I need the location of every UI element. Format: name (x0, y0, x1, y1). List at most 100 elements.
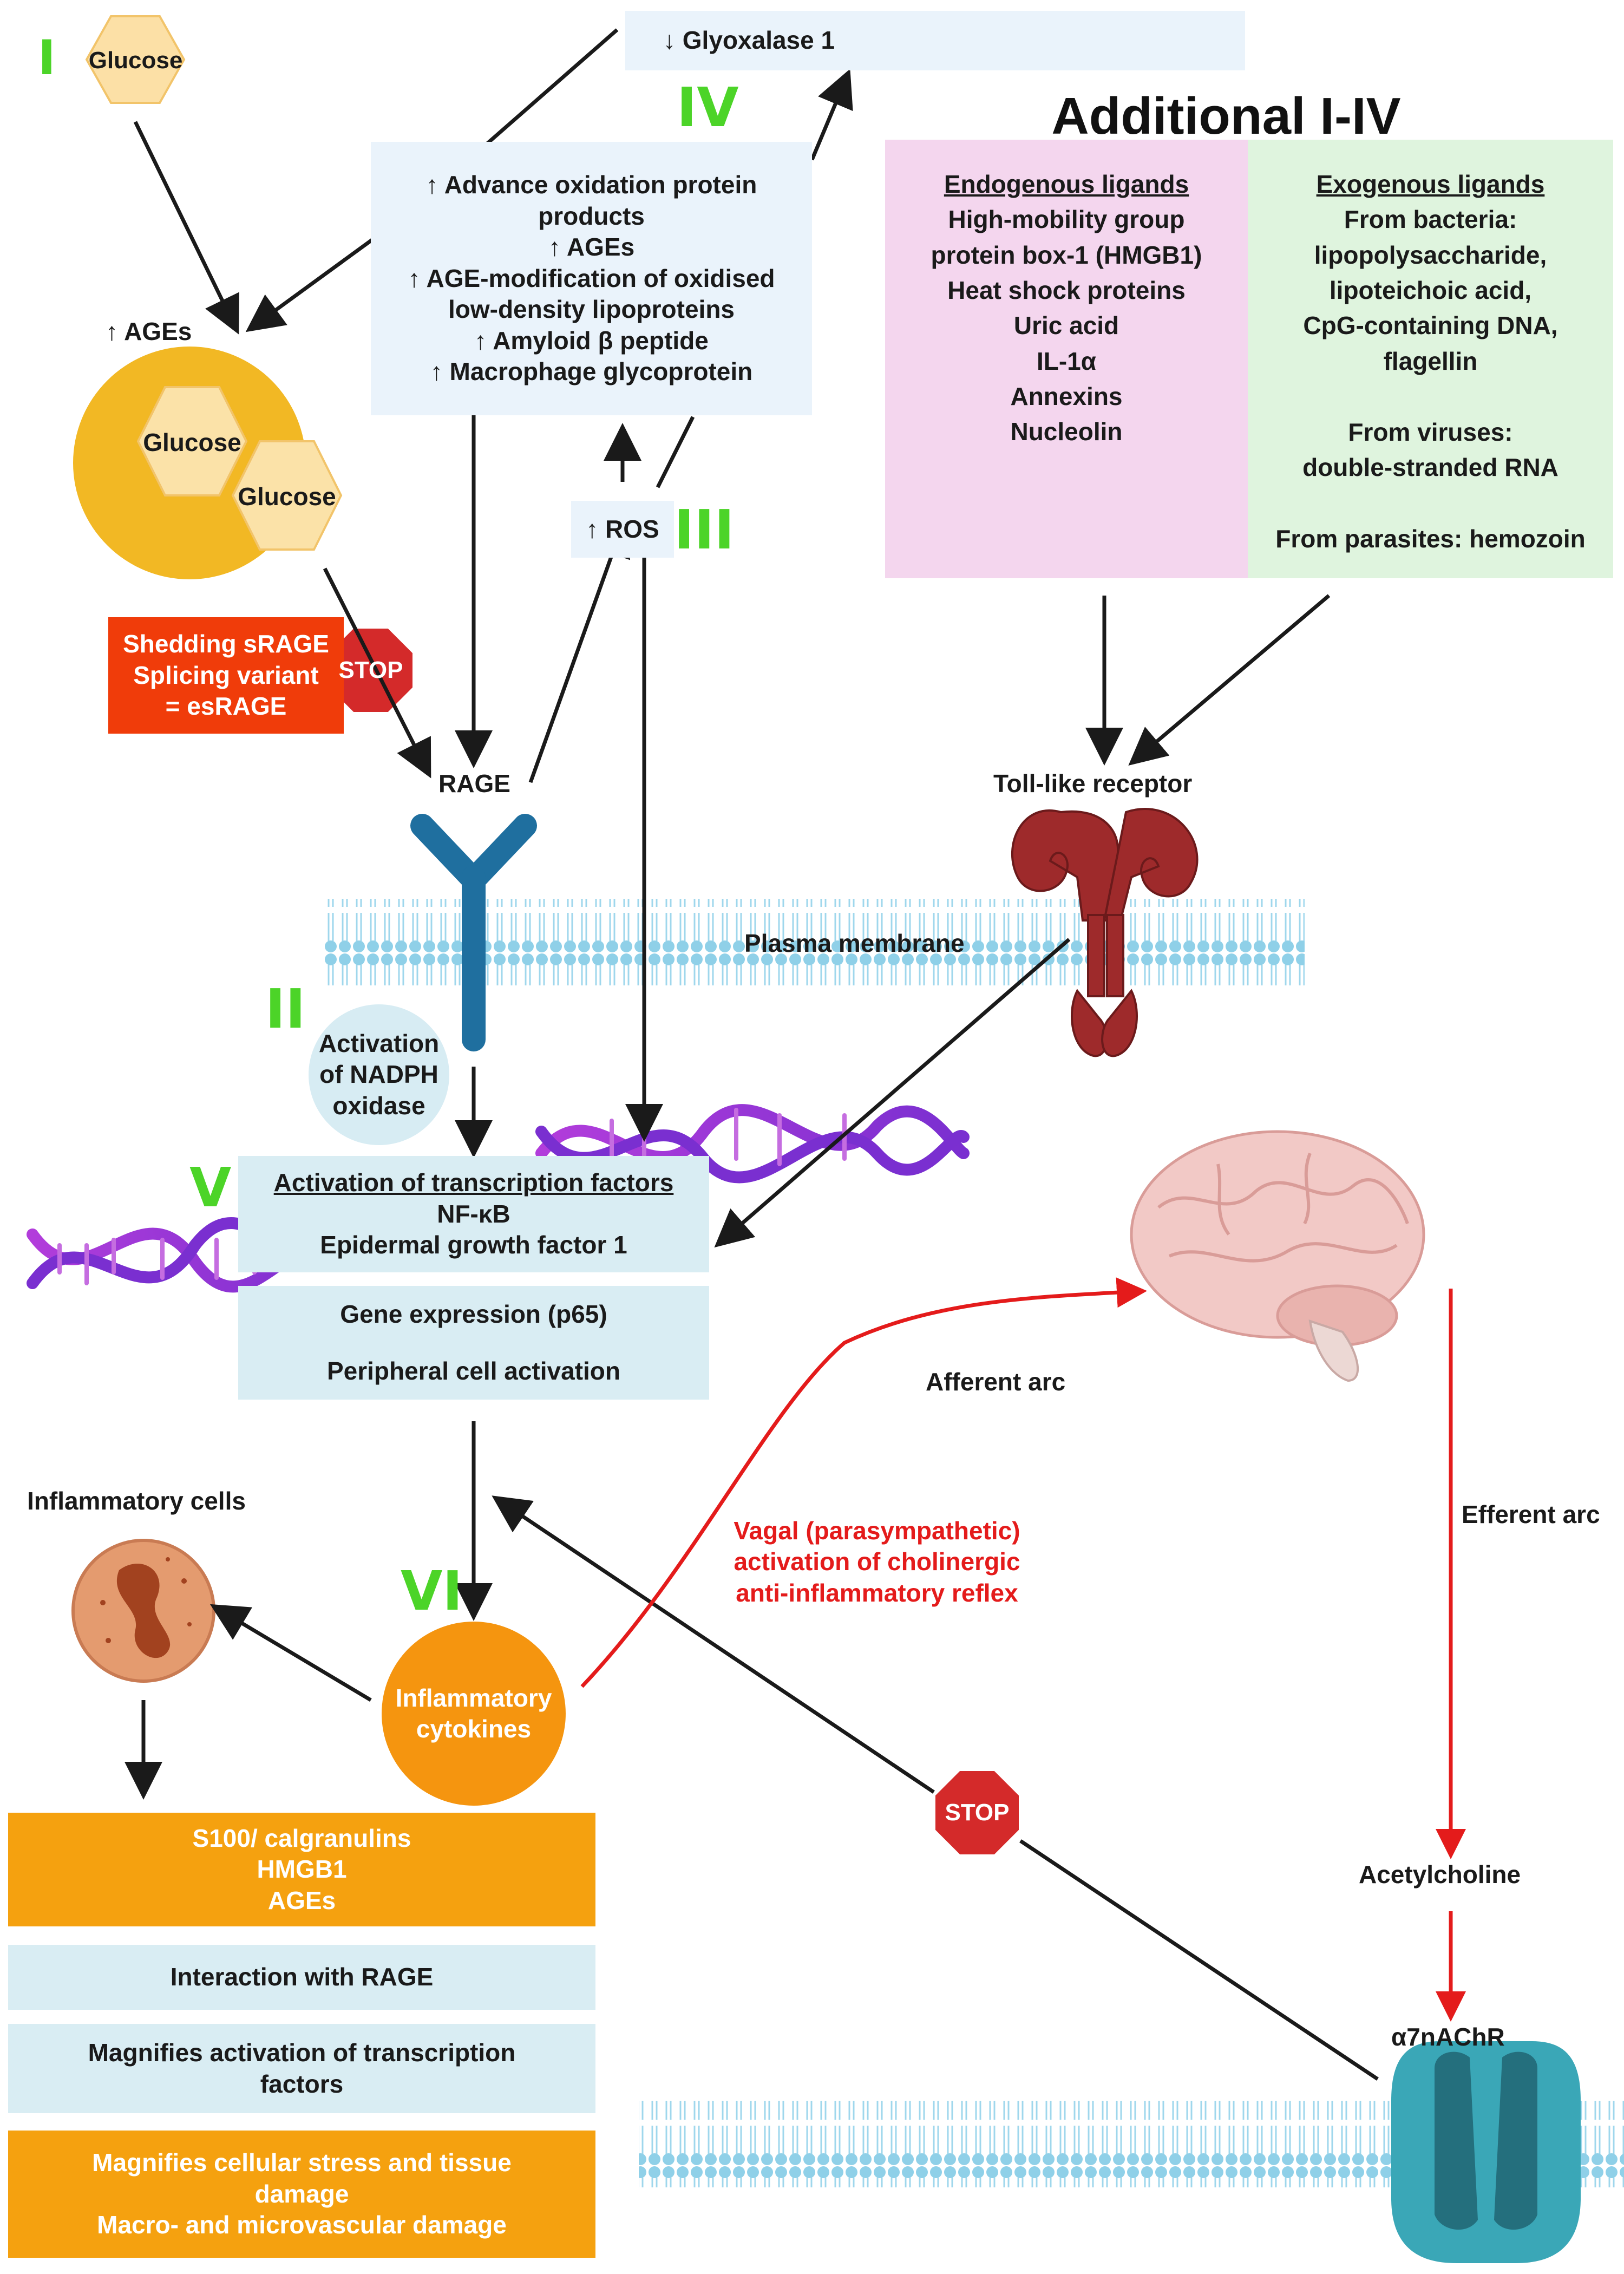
acetylcholine-label: Acetylcholine (1359, 1860, 1521, 1889)
rage-receptor-icon (410, 814, 537, 1051)
nadph-line: oxidase (332, 1091, 425, 1120)
shedding-line: Shedding sRAGE (123, 630, 329, 658)
ros-label: ↑ ROS (586, 514, 659, 543)
inflammatory-cells-label: Inflammatory cells (27, 1487, 246, 1515)
oxidation-line: ↑ Advance oxidation protein (425, 171, 757, 199)
gene-expression-label: Gene expression (p65) (340, 1299, 607, 1328)
plasma-membrane-label: Plasma membrane (744, 929, 965, 957)
oxidation-line: products (538, 201, 645, 230)
oxidation-products-box: ↑ Advance oxidation protein products ↑ A… (371, 142, 812, 415)
glyoxalase-label: ↓ Glyoxalase 1 (663, 26, 835, 55)
oxidation-line: ↑ AGEs (548, 233, 635, 262)
magnifies-stress-line: Magnifies cellular stress and tissue (92, 2148, 512, 2177)
peripheral-activation-label: Peripheral cell activation (326, 1356, 620, 1385)
endogenous-item: High-mobility group (948, 205, 1185, 234)
stage-label-iii: III (674, 498, 735, 561)
alpha7-receptor-icon (1391, 2041, 1581, 2263)
nadph-line: of NADPH (319, 1060, 438, 1089)
s100-line: S100/ calgranulins (192, 1824, 411, 1852)
interaction-rage-label: Interaction with RAGE (170, 1963, 434, 1991)
alpha7-receptor-label: α7nAChR (1391, 2023, 1505, 2051)
endogenous-item: Uric acid (1013, 311, 1119, 340)
gene-expression-box: Gene expression (p65) Peripheral cell ac… (238, 1286, 709, 1400)
vagal-line: activation of cholinergic (734, 1547, 1020, 1576)
interaction-rage-box: Interaction with RAGE (8, 1945, 595, 2010)
exogenous-item: CpG-containing DNA, (1303, 311, 1558, 340)
nadph-label: Activation of NADPH oxidase (309, 1004, 449, 1145)
afferent-arc-label: Afferent arc (926, 1368, 1066, 1396)
brain-icon (1130, 1130, 1425, 1382)
exogenous-item: From bacteria: (1344, 205, 1517, 234)
s100-line: HMGB1 (257, 1855, 347, 1884)
stage-label-i: I (38, 30, 56, 86)
inflammatory-cytokines-circle (382, 1622, 566, 1806)
s100-line: AGEs (267, 1886, 336, 1914)
endogenous-item: Nucleolin (1010, 417, 1123, 446)
ros-box: ↑ ROS (571, 501, 674, 558)
magnifies-stress-line: damage (254, 2179, 349, 2208)
magnifies-transcription-line: factors (260, 2069, 344, 2098)
endogenous-item: IL-1α (1036, 347, 1097, 375)
shedding-srage-box: Shedding sRAGE Splicing variant = esRAGE (108, 617, 344, 734)
inflammatory-cytokines-label: Inflammatory cytokines (382, 1649, 566, 1779)
magnifies-transcription-box: Magnifies activation of transcription fa… (8, 2024, 595, 2113)
glyoxalase-box: ↓ Glyoxalase 1 (625, 11, 1245, 70)
shedding-line: = esRAGE (165, 692, 287, 721)
stage-label-ii: II (265, 977, 306, 1041)
oxidation-line: ↑ Amyloid β peptide (474, 326, 709, 355)
s100-box: S100/ calgranulins HMGB1 AGEs (8, 1813, 595, 1926)
toll-like-receptor-icon (1011, 808, 1199, 1057)
endogenous-item: protein box-1 (HMGB1) (931, 240, 1202, 269)
ages-glucose-label-1: Glucose (143, 428, 241, 456)
exogenous-item: double-stranded RNA (1302, 453, 1558, 482)
endogenous-ligands-box: Endogenous ligands High-mobility group p… (885, 140, 1248, 578)
magnifies-stress-box: Magnifies cellular stress and tissue dam… (8, 2131, 595, 2258)
plasma-membrane-bilayer (325, 899, 1305, 985)
transcription-heading: Activation of transcription factors (273, 1168, 674, 1197)
exogenous-item: From viruses: (1348, 417, 1513, 446)
reflex-arrows (580, 1277, 1466, 2022)
vagal-line: Vagal (parasympathetic) (734, 1516, 1020, 1545)
efferent-arc-label: Efferent arc (1462, 1500, 1600, 1528)
endogenous-heading: Endogenous ligands (944, 170, 1189, 198)
oxidation-line: low-density lipoproteins (448, 295, 735, 324)
stage-label-iv: IV (677, 76, 739, 139)
stop-label-bottom: STOP (945, 1799, 1010, 1826)
exogenous-item: lipoteichoic acid, (1329, 276, 1532, 304)
cytokines-line: Inflammatory (395, 1683, 552, 1712)
shedding-line: Splicing variant (133, 661, 319, 689)
vagal-reflex-text: Vagal (parasympathetic) activation of ch… (698, 1508, 1056, 1616)
transcription-item: NF-κB (437, 1199, 510, 1228)
cytokines-line: cytokines (416, 1715, 532, 1743)
stage-label-v: V (189, 1156, 232, 1219)
endogenous-item: Annexins (1010, 382, 1123, 410)
stage-label-vi: VI (401, 1559, 463, 1623)
stop-label-left: STOP (338, 657, 403, 683)
pathway-arrows (125, 28, 1379, 2081)
nadph-circle (309, 1004, 449, 1145)
glucose-hexagon-icon (231, 440, 343, 551)
glucose-label: Glucose (88, 47, 183, 74)
magnifies-stress-line: Macro- and microvascular damage (97, 2211, 507, 2239)
dna-helix-icon (535, 1104, 970, 1184)
exogenous-heading: Exogenous ligands (1316, 170, 1545, 198)
inflammatory-cell-icon (71, 1539, 215, 1683)
ages-glucose-label-2: Glucose (238, 482, 336, 511)
oxidation-line: ↑ Macrophage glycoprotein (430, 357, 753, 386)
additional-title: Additional I-IV (1051, 87, 1401, 145)
transcription-item: Epidermal growth factor 1 (320, 1231, 627, 1259)
glucose-hexagon-icon (85, 15, 186, 104)
magnifies-transcription-line: Magnifies activation of transcription (88, 2038, 516, 2067)
rage-label: RAGE (438, 769, 510, 798)
exogenous-item: lipopolysaccharide, (1314, 240, 1547, 269)
exogenous-item: From parasites: hemozoin (1275, 524, 1586, 553)
vagal-line: anti-inflammatory reflex (736, 1578, 1018, 1607)
endogenous-item: Heat shock proteins (947, 276, 1186, 304)
nadph-line: Activation (318, 1029, 440, 1057)
glucose-hexagon-icon (136, 386, 248, 496)
oxidation-line: ↑ AGE-modification of oxidised (408, 264, 775, 292)
toll-like-receptor-label: Toll-like receptor (993, 769, 1193, 798)
stop-sign-icon (932, 1768, 1022, 1858)
transcription-factors-box: Activation of transcription factors NF-κ… (238, 1156, 709, 1272)
